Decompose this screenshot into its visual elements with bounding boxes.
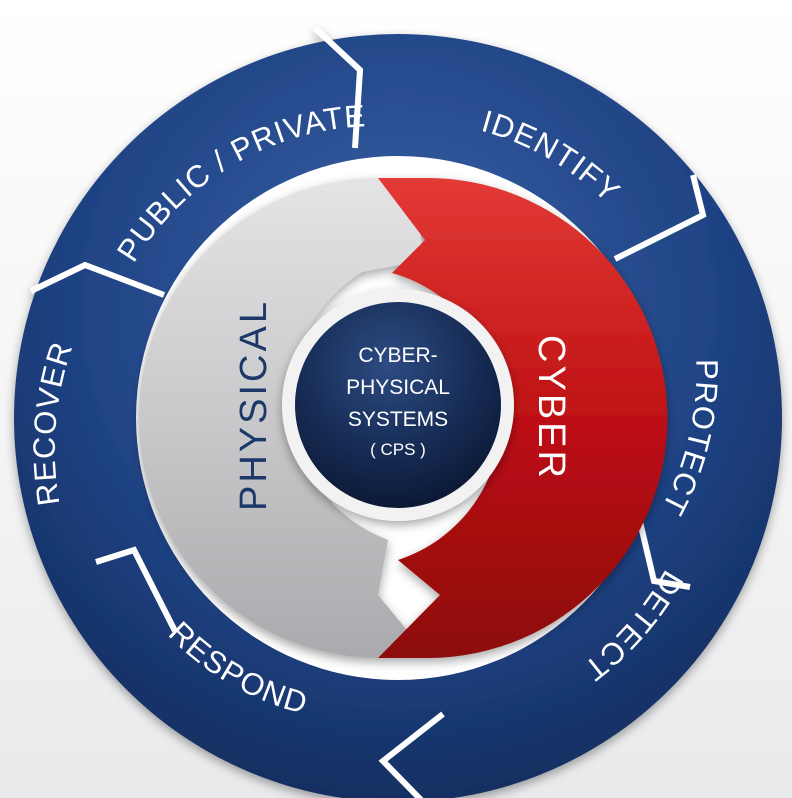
hub-line-3: SYSTEMS bbox=[348, 408, 448, 431]
hub-line-2: PHYSICAL bbox=[346, 376, 450, 399]
physical-label: PHYSICAL bbox=[233, 299, 275, 511]
hub-line-4: ( CPS ) bbox=[370, 440, 426, 459]
cyber-segment[interactable] bbox=[378, 177, 668, 659]
hub[interactable]: CYBER- PHYSICAL SYSTEMS ( CPS ) bbox=[282, 289, 514, 521]
segment-separators bbox=[29, 25, 707, 798]
hub-line-1: CYBER- bbox=[358, 344, 437, 367]
cyber-label: CYBER bbox=[530, 335, 572, 481]
hub-core bbox=[295, 302, 501, 508]
